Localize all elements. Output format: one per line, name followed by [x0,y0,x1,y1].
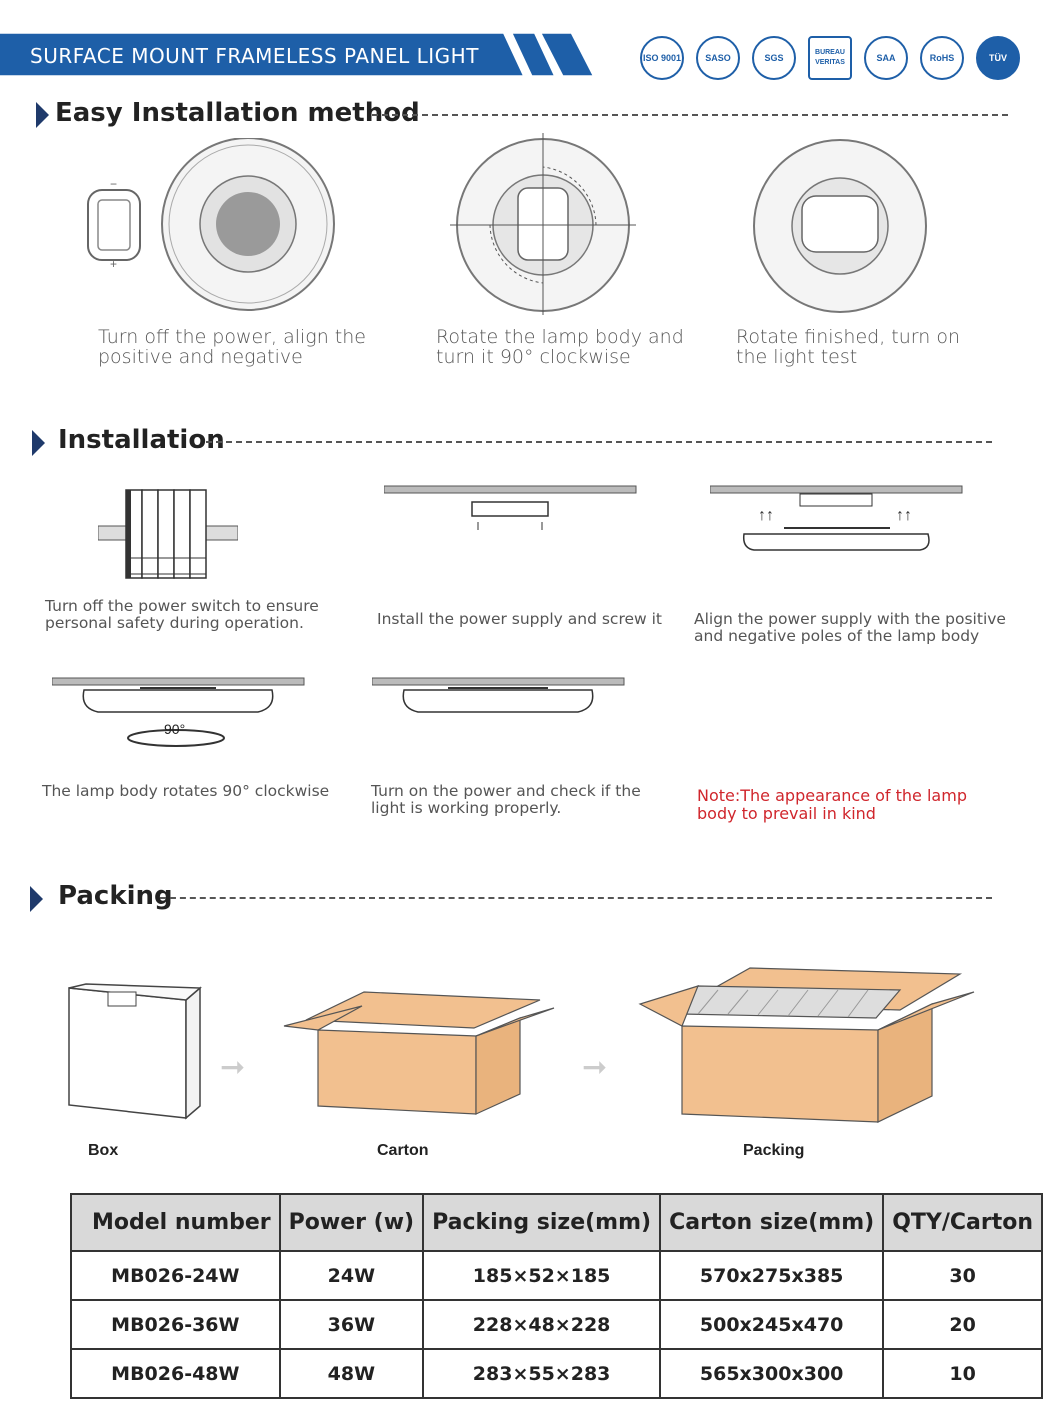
spec-table: Model number Power (w) Packing size(mm) … [70,1193,1044,1399]
install-step5-caption: Turn on the power and check if the light… [371,782,641,817]
tuv-logo: TÜV [976,36,1020,80]
sgs-logo: SGS [752,36,796,80]
section-arrow-icon [32,430,45,456]
install-step4-caption: The lamp body rotates 90° clockwise [42,782,330,800]
easy-step1-caption: Turn off the power, align the positive a… [98,326,366,368]
table-cell: 185×52×185 [422,1250,662,1301]
table-cell: 36W [278,1299,425,1350]
table-cell: 20 [882,1299,1044,1350]
column-header: Power (w) [278,1193,425,1252]
box-illustration [68,983,202,1120]
section-arrow-icon [30,886,43,912]
carton-illustration [283,991,555,1115]
column-header: QTY/Carton [882,1193,1044,1252]
table-cell: 565x300x300 [659,1348,885,1399]
step2-rotate-illustration [450,133,636,315]
packing-title: Packing [58,881,173,911]
table-cell: 10 [882,1348,1044,1399]
arrow-right-icon: ➞ [582,1051,608,1084]
saa-logo: SAA [864,36,908,80]
section-divider [372,114,1008,116]
packing-label-packing: Packing [743,1142,805,1159]
power-on-illustration [372,677,625,713]
easy-step2-caption: Rotate the lamp body and turn it 90° clo… [436,326,684,368]
header-banner [0,33,593,76]
table-cell: MB026-48W [70,1348,281,1399]
install-step1-caption: Turn off the power switch to ensure pers… [45,597,319,632]
section-divider [206,441,992,443]
page-title: SURFACE MOUNT FRAMELESS PANEL LIGHT [30,44,479,68]
svg-text:−: − [110,177,117,191]
rotation-label: 90° [164,721,185,737]
column-header: Carton size(mm) [659,1193,885,1252]
packing-label-carton: Carton [377,1142,429,1159]
arrow-right-icon: ➞ [220,1051,246,1084]
step1-align-illustration: + − [87,138,335,311]
section-arrow-icon [36,102,49,128]
step3-finished-illustration [753,139,927,313]
table-row: MB026-48W 48W 283×55×283 565x300x300 10 [70,1348,1044,1399]
table-header-row: Model number Power (w) Packing size(mm) … [70,1193,1044,1252]
appearance-note: Note:The appearance of the lamp body to … [697,786,967,823]
table-cell: MB026-36W [70,1299,281,1350]
iso-9001-logo: ISO 9001 [640,36,684,80]
rohs-logo: RoHS [920,36,964,80]
svg-text:↑↑: ↑↑ [896,507,912,524]
table-cell: MB026-24W [70,1250,281,1301]
table-cell: 30 [882,1250,1044,1301]
column-header: Packing size(mm) [422,1193,662,1252]
table-row: MB026-36W 36W 228×48×228 500x245x470 20 [70,1299,1044,1350]
installation-title: Installation [58,425,225,455]
table-row: MB026-24W 24W 185×52×185 570x275x385 30 [70,1250,1044,1301]
easy-install-title: Easy Installation method [55,98,420,128]
bureau-veritas-logo: BUREAU VERITAS [808,36,852,80]
table-cell: 570x275x385 [659,1250,885,1301]
rotate-lamp-illustration: 90° [52,677,305,747]
table-cell: 24W [278,1250,425,1301]
install-step3-caption: Align the power supply with the positive… [694,610,1006,645]
packing-label-box: Box [88,1142,119,1159]
certification-logos: ISO 9001 SASO SGS BUREAU VERITAS SAA RoH… [640,36,1020,80]
align-lamp-illustration: ↑↑ ↑↑ [710,485,963,551]
svg-text:↑↑: ↑↑ [758,507,774,524]
table-cell: 48W [278,1348,425,1399]
install-step2-caption: Install the power supply and screw it [377,610,663,628]
column-header: Model number [70,1193,281,1252]
table-cell: 228×48×228 [422,1299,662,1350]
saso-logo: SASO [696,36,740,80]
svg-text:+: + [110,257,117,271]
packing-illustration [638,967,975,1123]
easy-step3-caption: Rotate finished, turn on the light test [736,326,961,368]
table-cell: 283×55×283 [422,1348,662,1399]
ceiling-bracket-illustration [384,485,637,530]
section-divider [160,897,992,899]
circuit-breaker-icon [98,489,238,579]
table-cell: 500x245x470 [659,1299,885,1350]
